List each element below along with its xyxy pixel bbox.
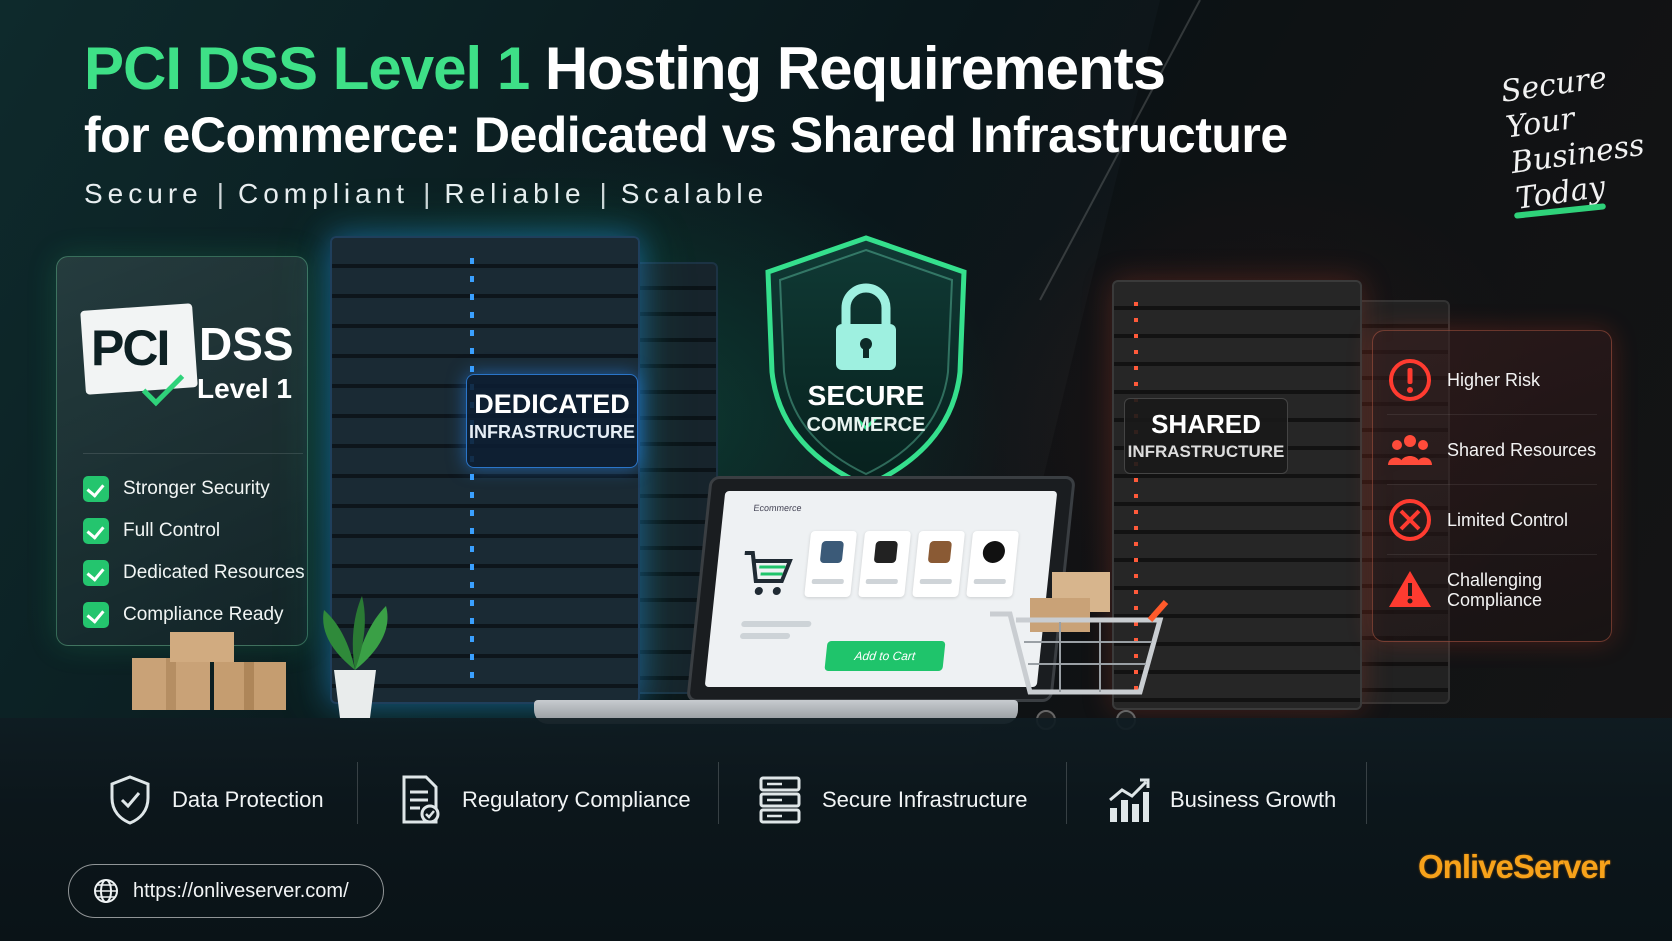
tagline-compliant: Compliant (238, 178, 410, 209)
risk-label: Challenging Compliance (1447, 570, 1543, 610)
shared-infrastructure-label: SHARED INFRASTRUCTURE (1124, 398, 1288, 474)
product-line (865, 579, 899, 584)
divider (1366, 762, 1367, 824)
rack-led-strip (1134, 302, 1138, 692)
feature-secure-infrastructure: Secure Infrastructure (758, 764, 1027, 836)
tagline-separator: | (216, 178, 224, 209)
feature-business-growth: Business Growth (1106, 764, 1336, 836)
list-item: Dedicated Resources (83, 552, 305, 594)
shield-label: SECURE COMMERCE (756, 380, 976, 437)
shopping-cart-icon (744, 551, 793, 595)
server-stack-icon (759, 776, 801, 824)
text-placeholder (739, 633, 791, 639)
potted-plant (323, 596, 388, 718)
risk-label: Higher Risk (1447, 369, 1541, 390)
shared-line2: INFRASTRUCTURE (1127, 442, 1285, 461)
shirt-icon (819, 541, 845, 563)
tagline-secure: Secure (84, 178, 203, 209)
users-icon (1388, 434, 1432, 465)
cancel-circle-icon (1389, 498, 1431, 541)
dedicated-infrastructure-label: DEDICATED INFRASTRUCTURE (466, 374, 638, 468)
globe-icon (94, 879, 118, 903)
bag-icon (927, 541, 953, 563)
handwritten-note: Secure Your Business Today (1499, 54, 1668, 217)
shopping-trolley (990, 572, 1169, 730)
checkbox-icon (83, 602, 109, 628)
tagline-reliable: Reliable (444, 178, 586, 209)
tagline-scalable: Scalable (620, 178, 769, 209)
checkbox-icon (83, 560, 109, 586)
pci-dss-logo: PCI DSS Level 1 (80, 301, 303, 411)
feature-data-protection: Data Protection (108, 764, 324, 836)
product-card-bag[interactable] (912, 531, 966, 597)
benefit-label: Compliance Ready (123, 604, 284, 625)
feature-label: Business Growth (1170, 787, 1337, 812)
feature-bar (0, 718, 1672, 941)
tagline: Secure | Compliant | Reliable | Scalable (84, 178, 768, 210)
pci-benefits-list: Stronger Security Full Control Dedicated… (83, 453, 305, 636)
benefit-label: Full Control (123, 520, 221, 541)
list-item: Shared Resources (1387, 415, 1597, 485)
list-item: Stronger Security (83, 468, 303, 510)
growth-chart-icon (1109, 778, 1150, 822)
feature-label: Data Protection (172, 787, 324, 812)
benefit-label: Dedicated Resources (123, 562, 305, 583)
tagline-separator: | (423, 178, 431, 209)
pci-dss-panel: PCI DSS Level 1 Stronger Security Full C… (56, 256, 308, 646)
dedicated-line1: DEDICATED (474, 389, 630, 419)
list-item: Full Control (83, 510, 303, 552)
warning-triangle-icon (1389, 571, 1431, 607)
shield-lock-icon (765, 235, 967, 489)
risk-label: Shared Resources (1447, 439, 1597, 460)
website-url-link[interactable]: https://onliveserver.com/ (68, 864, 384, 918)
shoe-icon (873, 541, 899, 563)
tagline-separator: | (599, 178, 607, 209)
shipping-boxes (132, 632, 286, 710)
headphones-icon (981, 541, 1007, 563)
website-url: https://onliveserver.com/ (133, 879, 349, 902)
shared-risks-panel: Higher Risk Shared Resources Limited Con… (1372, 330, 1612, 642)
document-check-icon (402, 775, 440, 824)
product-line (811, 579, 845, 584)
rack-led-strip (470, 258, 474, 688)
shared-line1: SHARED (1151, 409, 1261, 439)
divider (357, 762, 358, 824)
title-highlight: PCI DSS Level 1 (84, 35, 530, 102)
text-placeholder (741, 621, 812, 627)
main-title: PCI DSS Level 1 Hosting Requirements (84, 34, 1166, 103)
subtitle: for eCommerce: Dedicated vs Shared Infra… (84, 107, 1288, 163)
checkbox-icon (83, 476, 109, 502)
product-line (919, 579, 953, 584)
logo-level: Level 1 (197, 373, 292, 404)
benefit-label: Stronger Security (123, 478, 270, 499)
feature-regulatory-compliance: Regulatory Compliance (398, 764, 691, 836)
laptop-screen: Ecommerce Add to Cart (686, 476, 1076, 702)
alert-circle-icon (1389, 358, 1431, 401)
list-item: Challenging Compliance (1387, 555, 1597, 625)
list-item: Limited Control (1387, 485, 1597, 555)
shield-line1: SECURE (807, 380, 925, 411)
add-to-cart-button[interactable]: Add to Cart (824, 641, 946, 671)
risk-label: Limited Control (1447, 509, 1569, 530)
title-rest: Hosting Requirements (544, 35, 1166, 102)
list-item: Higher Risk (1387, 345, 1597, 415)
product-card-shoe[interactable] (858, 531, 912, 597)
logo-dss: DSS (199, 318, 294, 370)
list-item: Compliance Ready (83, 594, 303, 636)
checkbox-icon (83, 518, 109, 544)
feature-label: Secure Infrastructure (822, 787, 1028, 812)
shield-check-icon (110, 775, 150, 825)
divider (1066, 762, 1067, 824)
product-card-shirt[interactable] (804, 531, 858, 597)
divider (718, 762, 719, 824)
shop-page: Ecommerce Add to Cart (704, 491, 1058, 687)
shop-name: Ecommerce (752, 503, 803, 513)
feature-label: Regulatory Compliance (462, 787, 691, 812)
logo-pci: PCI (91, 320, 170, 376)
brand-logo: OnliveServer (1418, 848, 1611, 885)
shield-line2: COMMERCE (806, 414, 926, 436)
dedicated-line2: INFRASTRUCTURE (469, 422, 635, 442)
